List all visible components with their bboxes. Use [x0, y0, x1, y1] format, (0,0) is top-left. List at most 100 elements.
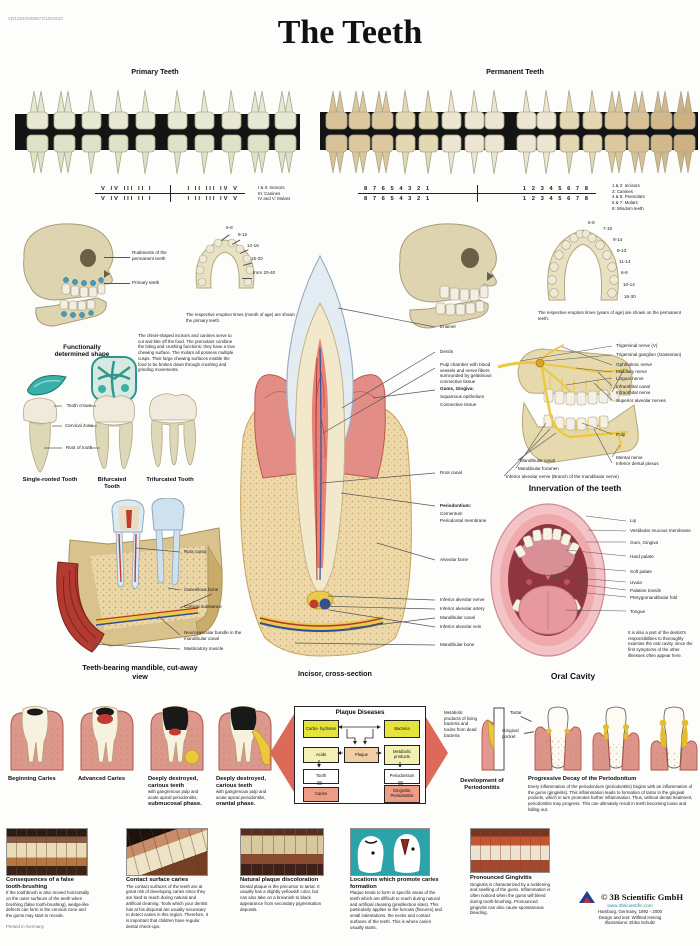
cementum-label: Cementum	[440, 511, 463, 516]
permanent-legend-line: 6 & 7: Molars	[612, 200, 638, 206]
permanent-legend: 1 & 2: Incisors 3: Canines 4 & 5: Premol…	[612, 183, 672, 212]
innervation-heading: Innervation of the teeth	[528, 483, 622, 493]
cancellous-bone-label: Cancellous bone	[184, 587, 219, 592]
stage-phase: submucosal phase.	[148, 800, 202, 807]
stage-sub: with gangrenous pulp and acute apical pe…	[148, 789, 199, 801]
superior-alveolar-nerves-label: Superior alveolar nerves	[616, 398, 666, 403]
caries-stage-caption: Advanced Caries	[78, 776, 140, 783]
gum-gingiva-label: Gum, Gingiva	[630, 540, 659, 545]
lingual-nerve-label: Lingual nerve	[616, 376, 644, 381]
plaque-diseases-chart: Plaque Diseases Carbo- hydrates Bacteria…	[294, 706, 426, 804]
permanent-numbering-upper-left: 8 7 6 5 4 3 2 1	[364, 185, 432, 192]
primary-numbering-upper-left: V IV III II I	[101, 185, 153, 192]
publisher-url: www.3bscientific.com	[607, 904, 653, 909]
photo-false-toothbrushing	[6, 828, 88, 876]
photo-caption: Pronounced Gingivitis Gingivitis is char…	[470, 875, 552, 916]
metabolic-products-note: Metabolic products of living bacteria an…	[444, 710, 477, 738]
bifurcated-tooth-label: Bifurcated Tooth	[97, 477, 127, 490]
pulp-chamber-label: Pulp chamber with blood vessels and nerv…	[440, 362, 492, 385]
hard-palate-label: Hard palate	[630, 554, 654, 559]
photo-caption: Contact surface caries The contact surfa…	[126, 877, 208, 929]
soft-palate-label: Soft palate	[630, 569, 652, 574]
publisher-line: Illustrations: Ebba Schultz	[604, 920, 656, 926]
mandible-heading: Teeth-bearing mandible, cut-away view	[82, 663, 198, 681]
eruption-time-label: 6-8	[621, 270, 628, 275]
inferior-alveolar-vein-label: Inferior alveolar vein	[440, 624, 482, 629]
primary-legend-line: I & II: Incisors	[258, 185, 285, 190]
mandibular-canal-label: Mandibular canal	[520, 458, 555, 463]
lip-label: Lip	[630, 518, 637, 523]
eruption-time-label: 12-16	[247, 243, 259, 248]
photo-caption: Consequences of a false tooth-brushing I…	[6, 877, 90, 919]
mandibular-foramen-label: Mandibular foramen	[518, 466, 559, 471]
permanent-numbering-lower-left: 8 7 6 5 4 3 2 1	[364, 195, 432, 202]
primary-numbering-lower-left: V IV III II I	[101, 195, 153, 202]
plaque-chart-title: Plaque Diseases	[335, 709, 385, 716]
inferior-alveolar-artery-label: Inferior alveolar artery	[440, 606, 485, 611]
leader-line	[242, 278, 252, 279]
uvula-label: Uvula	[630, 580, 642, 585]
root-canal-label: Root canal	[440, 470, 462, 475]
primary-legend: I & II: Incisors III: Canines IV and V: …	[258, 185, 306, 202]
primary-teeth-heading: Primary Teeth	[131, 67, 179, 76]
oral-cavity-figure	[490, 503, 627, 657]
permanent-legend-line: 3: Canines	[612, 188, 633, 194]
poster-title: The Teeth	[277, 14, 423, 51]
photo-caption-title: Consequences of a false tooth-brushing	[6, 877, 74, 890]
tooth-crown-label: Tooth crown	[66, 403, 92, 408]
caries-stage-caption: Deeply destroyed, carious teeth with gan…	[216, 776, 278, 807]
ophthalmic-nerve-label: Ophthalmic nerve	[616, 362, 653, 367]
permanent-teeth-heading: Permanent Teeth	[486, 67, 544, 76]
pterygomandibular-fold-label: Pterygomandibular fold	[630, 595, 678, 600]
metabolic-products-box: Metabolic products	[384, 745, 420, 765]
printed-in-germany: Printed in Germany	[6, 924, 44, 929]
photo-caption-text: If the toothbrush is also moved horizont…	[6, 890, 90, 919]
infraorbital-nerve-label: Infraorbital nerve	[616, 390, 651, 395]
oral-cavity-note: It is also a part of the dentist's respo…	[628, 630, 693, 658]
photo-caption-title: Contact surface caries	[126, 877, 189, 883]
eruption-time-label: 9-13	[617, 248, 627, 253]
incisor-heading: Incisor, cross-section	[298, 669, 372, 678]
advanced-caries-figure	[80, 706, 134, 771]
caries-stage-caption: Beginning Caries	[8, 776, 70, 783]
primary-legend-line: III: Canines	[258, 190, 281, 196]
stage-phase: orantal phase.	[216, 800, 256, 807]
stage-title: Deeply destroyed, carious teeth	[216, 776, 266, 789]
publisher-block: © 3B Scientific GmbH www.3bscientific.co…	[560, 890, 700, 926]
3b-scientific-logo-icon	[578, 891, 595, 903]
stage-sub: with gangrenous pulp and acute apical pe…	[216, 789, 267, 801]
periodontium-label: Periodontium:	[440, 503, 472, 508]
child-skull-figure	[23, 223, 114, 327]
primary-palate-figure	[195, 238, 255, 289]
primary-numbering-lower-right: I II III IV V	[187, 195, 239, 202]
photo-caption: Locations which promote caries formation…	[350, 877, 442, 930]
plaque-box: Plaque	[344, 747, 379, 763]
carbohydrates-box: Carbo- hydrates	[303, 720, 339, 738]
dentin-label: Dentin	[440, 349, 454, 354]
photo-caption-title: Locations which promote caries formation	[350, 877, 439, 890]
stage-title: Advanced Caries	[78, 776, 126, 782]
permanent-legend-line: 1 & 2: Incisors	[612, 183, 640, 188]
shape-heading: Functionally determined shape	[54, 344, 110, 359]
photo-caption-text: Plaque tends to form in specific areas o…	[350, 890, 442, 930]
enamel-label: Enamel	[440, 324, 456, 329]
tooth-types-figure	[23, 393, 197, 473]
neurovascular-bundle-label: Neurovascular bundle in the mandibular c…	[184, 630, 242, 641]
gingivitis-periodontitis-box: Gingivitis, Periodontitis	[384, 785, 420, 803]
photo-gingivitis	[470, 828, 550, 873]
publisher-name: © 3B Scientific GmbH	[600, 892, 684, 902]
photo-caries-locations-schematic	[350, 828, 430, 876]
photo-caption-text: Dental plaque is the precursor to tartar…	[240, 883, 322, 912]
permanent-legend-line: 4 & 5: Premolars	[612, 194, 645, 200]
inferior-dental-plexus-label: Inferior dental plexus	[616, 461, 659, 466]
innervation-figure	[497, 344, 639, 477]
photo-caption-title: Pronounced Gingivitis	[470, 875, 532, 881]
decay-stage-2-figure	[592, 706, 640, 771]
vestibular-mucous-membrane-label: Vestibular mucous membrane	[630, 528, 691, 533]
beginning-caries-figure	[10, 706, 64, 771]
maxillary-nerve-label: Maxillary nerve	[616, 369, 647, 374]
photo-caption: Natural plaque discoloration Dental plaq…	[240, 877, 324, 912]
inferior-alveolar-nerve-label: Inferior alveolar nerve	[440, 597, 485, 602]
eruption-time-label: from 20-40	[253, 270, 276, 275]
